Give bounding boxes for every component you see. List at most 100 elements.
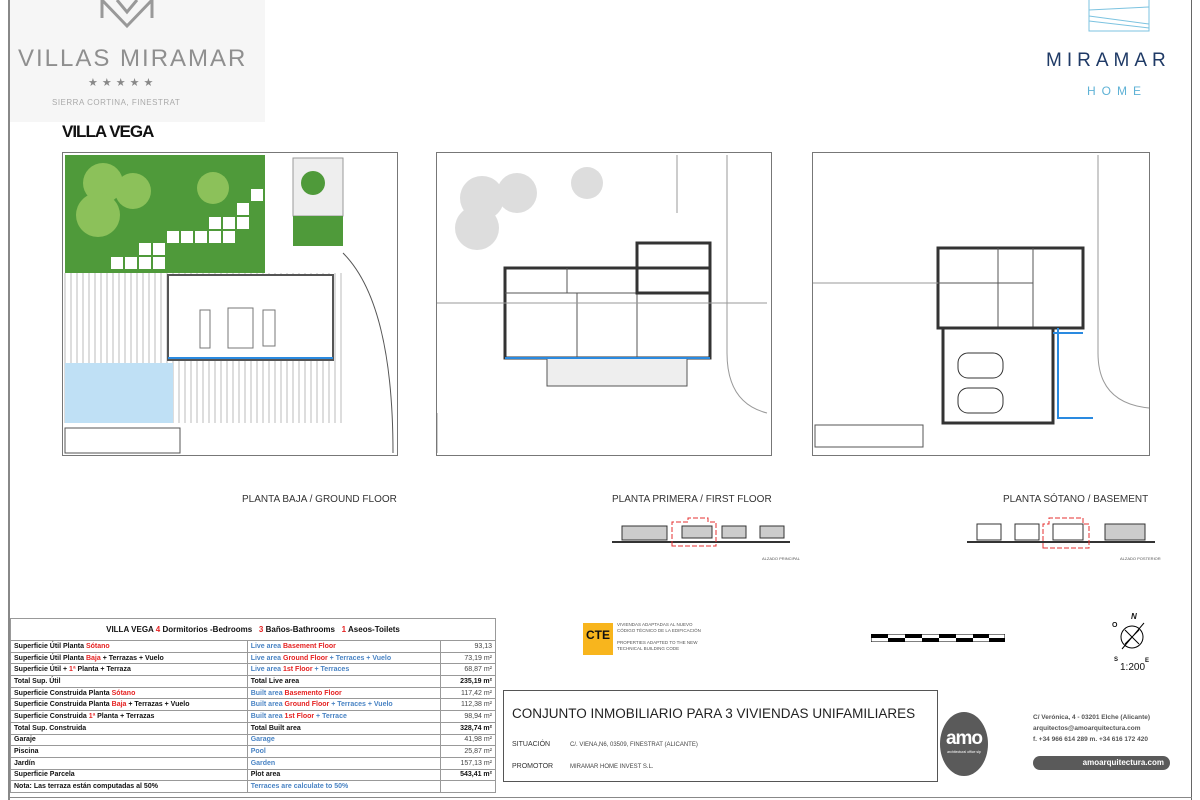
architect-address: C/ Verónica, 4 - 03201 Elche (Alicante) <box>1033 714 1151 721</box>
label-part: Planta + Terrazas <box>95 712 155 720</box>
area-value: 235,19 m² <box>440 675 496 688</box>
table-row: Superficie Parcela Plot area 543,41 m² <box>10 768 496 782</box>
label-part: 1st Floor <box>283 666 313 674</box>
front-elevation-label: ALZADO PRINCIPAL <box>762 556 800 561</box>
label-es: Total Sup. Construida <box>10 721 248 735</box>
miramar-brand-sub: HOME <box>1087 84 1147 98</box>
table-row: Superficie Construida Planta Baja + Terr… <box>10 698 496 712</box>
label-part: + Terrace <box>314 712 347 720</box>
label-part: Baja <box>85 654 101 662</box>
label-es: Jardín <box>10 756 248 770</box>
toilet-label: Aseos-Toilets <box>348 625 400 634</box>
villa-title: VILLA VEGA <box>62 122 154 141</box>
label-en: Live area Basement Floor <box>246 640 442 653</box>
scale-label: 1:200 <box>1120 662 1146 673</box>
north-compass-icon <box>1120 622 1145 650</box>
areas-table: VILLA VEGA 4 Dormitorios -Bedrooms 3 Bañ… <box>10 618 496 793</box>
title-block: CONJUNTO INMOBILIARIO PARA 3 VIVIENDAS U… <box>503 690 938 782</box>
label-part: + Terraces <box>312 666 350 674</box>
label-part: Superficie Útil Planta <box>14 654 86 662</box>
label-es: Superficie Construida 1ª Planta + Terraz… <box>10 710 248 723</box>
label-part: Piscina <box>14 748 39 756</box>
label-part: Baja <box>111 701 127 709</box>
label-en: Live area Ground Floor + Terraces + Vuel… <box>246 651 442 665</box>
cte-line4: TECHNICAL BUILDING CODE <box>617 646 680 651</box>
label-part: Superficie Parcela <box>14 771 75 779</box>
table-row: Superficie Útil Planta Baja + Terrazas +… <box>10 651 496 665</box>
label-part: Garaje <box>14 736 36 744</box>
label-en: Plot area <box>246 768 442 782</box>
label-en: Built area Ground Floor + Terraces + Vue… <box>246 698 442 712</box>
table-row: Superficie Útil Planta Sótano Live area B… <box>10 640 496 653</box>
cte-text-es: VIVIENDAS ADAPTADAS AL NUEVO CÓDIGO TÉCN… <box>617 622 701 652</box>
table-header: VILLA VEGA 4 Dormitorios -Bedrooms 3 Bañ… <box>10 618 496 641</box>
label-part: Built area <box>250 712 285 720</box>
ground-floor-caption: PLANTA BAJA / GROUND FLOOR <box>242 494 397 505</box>
scale-bar <box>871 634 1005 642</box>
label-part: Pool <box>250 748 266 756</box>
header-villa: VILLA VEGA <box>106 625 154 634</box>
label-en: Live area 1st Floor + Terraces <box>246 663 442 677</box>
label-part: Garage <box>250 736 275 744</box>
label-part: Superficie Construida <box>14 712 89 720</box>
label-en: Built area Basemento Floor <box>246 686 442 700</box>
label-part: Total Sup. Construida <box>14 724 87 732</box>
situacion-value: C/. VIENA,N6, 03509, FINESTRAT (ALICANTE… <box>570 742 698 748</box>
amo-logo-text: amo <box>945 728 983 749</box>
first-floor-plan <box>436 152 772 456</box>
label-es: Superficie Construida Planta Baja + Terr… <box>10 698 248 712</box>
table-row: Nota: Las terraza están computadas al 50… <box>10 780 496 793</box>
architect-email: arquitectos@amoarquitectura.com <box>1033 725 1141 732</box>
area-value: 98,94 m² <box>440 710 496 723</box>
area-value: 93,13 <box>440 640 496 653</box>
label-part: Plot area <box>250 771 281 779</box>
label-part: Basemento Floor <box>284 689 342 697</box>
label-es: Superficie Útil Planta Baja + Terrazas +… <box>10 651 248 665</box>
area-value: 73,19 m² <box>440 651 496 665</box>
bedroom-label: Dormitorios -Bedrooms <box>162 625 253 634</box>
label-en: Pool <box>246 745 442 758</box>
situacion-label: SITUACIÓN <box>512 741 551 748</box>
label-part: Built area <box>250 701 285 709</box>
architect-phones: f. +34 966 614 289 m. +34 616 172 420 <box>1033 736 1148 743</box>
cte-line2: CÓDIGO TÉCNICO DE LA EDIFICACIÓN <box>617 628 701 633</box>
page-frame-right <box>1191 0 1192 800</box>
rear-elevation-label: ALZADO POSTERIOR <box>1120 556 1161 561</box>
compass-o: O <box>1112 622 1118 629</box>
vm-location: SIERRA CORTINA, FINESTRAT <box>52 98 181 107</box>
amo-logo: amo architectural office slp <box>940 712 988 776</box>
label-part: Terraces are calculate to 50% <box>250 783 349 791</box>
compass-e: E <box>1145 658 1150 664</box>
label-es: Piscina <box>10 745 248 758</box>
basement-caption: PLANTA SÓTANO / BASEMENT <box>1003 494 1149 505</box>
label-part: Ground Floor <box>283 654 328 662</box>
label-en: Terraces are calculate to 50% <box>246 780 442 793</box>
label-part: Live area <box>250 654 283 662</box>
vm-brand-name: VILLAS MIRAMAR <box>18 45 248 72</box>
label-part: + Terrazas + Vuelo <box>126 701 190 709</box>
cte-logo: CTE <box>583 623 613 655</box>
label-en: Built area 1st Floor + Terrace <box>246 710 442 723</box>
area-value: 543,41 m² <box>440 768 496 782</box>
promotor-label: PROMOTOR <box>512 763 554 770</box>
label-part: 1st Floor <box>284 712 315 720</box>
label-part: + Terraces + Vuelo <box>327 654 392 662</box>
label-part: Built area <box>250 689 285 697</box>
label-en: Total Live area <box>246 675 442 688</box>
label-part: Sótano <box>85 642 110 650</box>
architect-website[interactable]: amoarquitectura.com <box>1033 756 1170 770</box>
label-es: Garaje <box>10 733 248 747</box>
ground-floor-plan <box>62 152 398 456</box>
label-part: Total Live area <box>250 677 300 685</box>
promotor-value: MIRAMAR HOME INVEST S.L. <box>570 764 654 770</box>
label-part: Superficie Útil Planta <box>14 642 86 650</box>
rear-elevation-thumbnail <box>967 517 1155 549</box>
label-part: Superficie Construida Planta <box>14 701 112 709</box>
bathroom-label: Baños-Bathrooms <box>265 625 335 634</box>
